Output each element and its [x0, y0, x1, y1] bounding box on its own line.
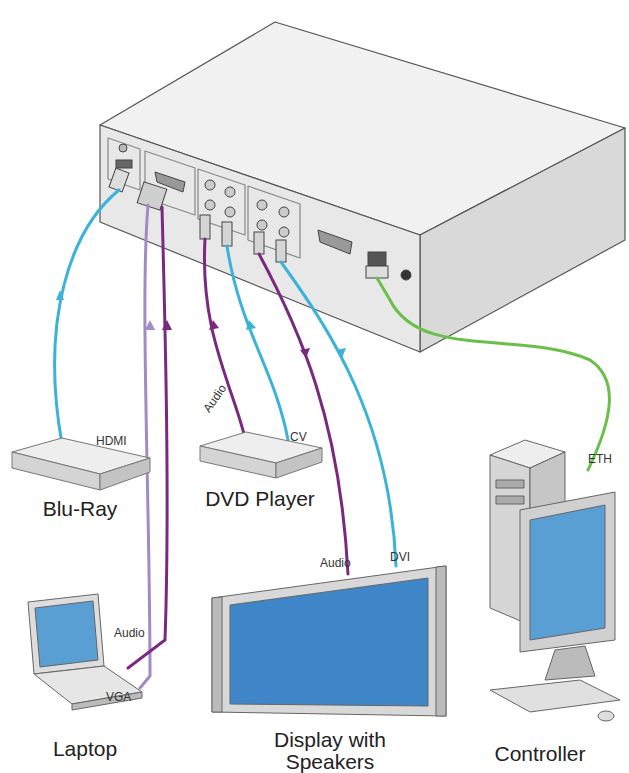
controller-node: Controller: [455, 430, 625, 765]
device-caption: Controller: [455, 743, 625, 765]
signal-label: ETH: [588, 452, 612, 466]
device-caption: Blu-Ray: [0, 498, 160, 520]
device-caption: DVD Player: [180, 488, 340, 510]
device-caption: Display with Speakers: [255, 729, 405, 773]
signal-label: Audio: [114, 626, 145, 640]
panel-connectors: [109, 144, 411, 280]
signal-label: Audio: [200, 382, 229, 415]
device-caption: Laptop: [10, 738, 160, 760]
bluray-player: [12, 438, 150, 490]
switcher-device: [100, 22, 625, 352]
display-node: Display with Speakers: [230, 555, 430, 773]
signal-label: Audio: [320, 556, 351, 570]
laptop-node: Laptop: [10, 585, 160, 760]
bluray-node: Blu-Ray: [0, 430, 160, 520]
controller-pc: [490, 440, 620, 721]
signal-label: CV: [290, 430, 307, 444]
signal-label: HDMI: [96, 434, 127, 448]
laptop: [28, 594, 142, 710]
signal-label: DVI: [390, 550, 410, 564]
flat-display: [212, 566, 446, 716]
cable-arrows: [56, 290, 346, 358]
signal-label: VGA: [106, 690, 131, 704]
dvd-node: DVD Player: [180, 420, 340, 510]
